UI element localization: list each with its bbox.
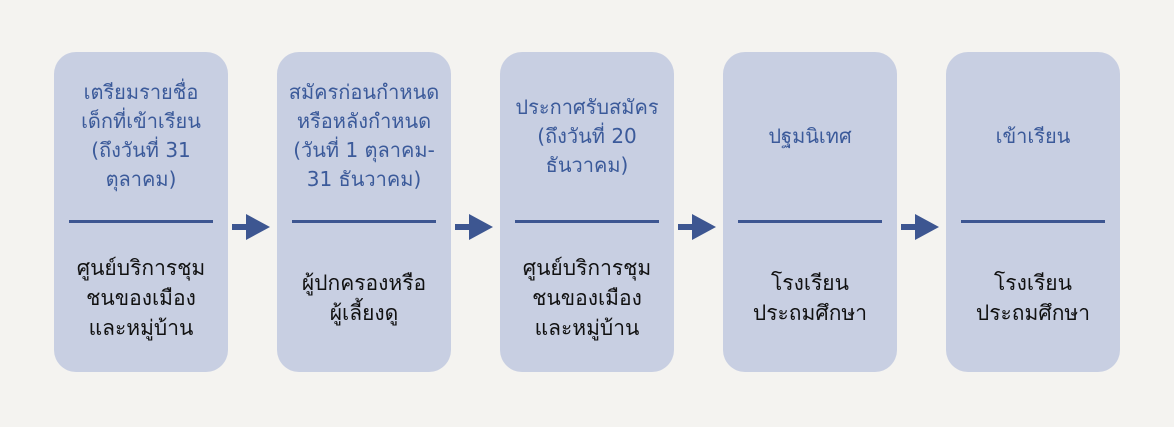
step-1-divider (69, 220, 213, 223)
step-2-divider (292, 220, 436, 223)
step-3-owner: ศูนย์บริการชุม ชนของเมือง และหมู่บ้าน (522, 255, 652, 340)
step-2-title: สมัครก่อนกำหนด หรือหลังกำหนด (วันที่ 1 ต… (288, 80, 440, 191)
step-2-box: สมัครก่อนกำหนด หรือหลังกำหนด (วันที่ 1 ต… (277, 52, 451, 372)
step-3-box: ประกาศรับสมัคร (ถึงวันที่ 20 ธันวาคม) ศู… (500, 52, 674, 372)
step-4-owner: โรงเรียน ประถมศึกษา (752, 270, 868, 325)
arrow-right-icon (678, 214, 716, 240)
step-3-title: ประกาศรับสมัคร (ถึงวันที่ 20 ธันวาคม) (515, 94, 659, 177)
step-1-owner: ศูนย์บริการชุม ชนของเมือง และหมู่บ้าน (76, 255, 206, 340)
step-5-owner: โรงเรียน ประถมศึกษา (975, 270, 1091, 325)
step-5-divider (961, 220, 1105, 223)
step-3-divider (515, 220, 659, 223)
step-1-box: เตรียมรายชื่อ เด็กที่เข้าเรียน (ถึงวันที… (54, 52, 228, 372)
arrow-right-icon (455, 214, 493, 240)
arrow-right-icon (232, 214, 270, 240)
step-4-title: ปฐมนิเทศ (768, 123, 852, 148)
step-1-title: เตรียมรายชื่อ เด็กที่เข้าเรียน (ถึงวันที… (81, 80, 201, 191)
arrow-right-icon (901, 214, 939, 240)
step-4-box: ปฐมนิเทศ โรงเรียน ประถมศึกษา (723, 52, 897, 372)
step-5-title: เข้าเรียน (995, 123, 1071, 148)
step-5-box: เข้าเรียน โรงเรียน ประถมศึกษา (946, 52, 1120, 372)
step-4-divider (738, 220, 882, 223)
step-2-owner: ผู้ปกครองหรือ ผู้เลี้ยงดู (301, 270, 427, 325)
